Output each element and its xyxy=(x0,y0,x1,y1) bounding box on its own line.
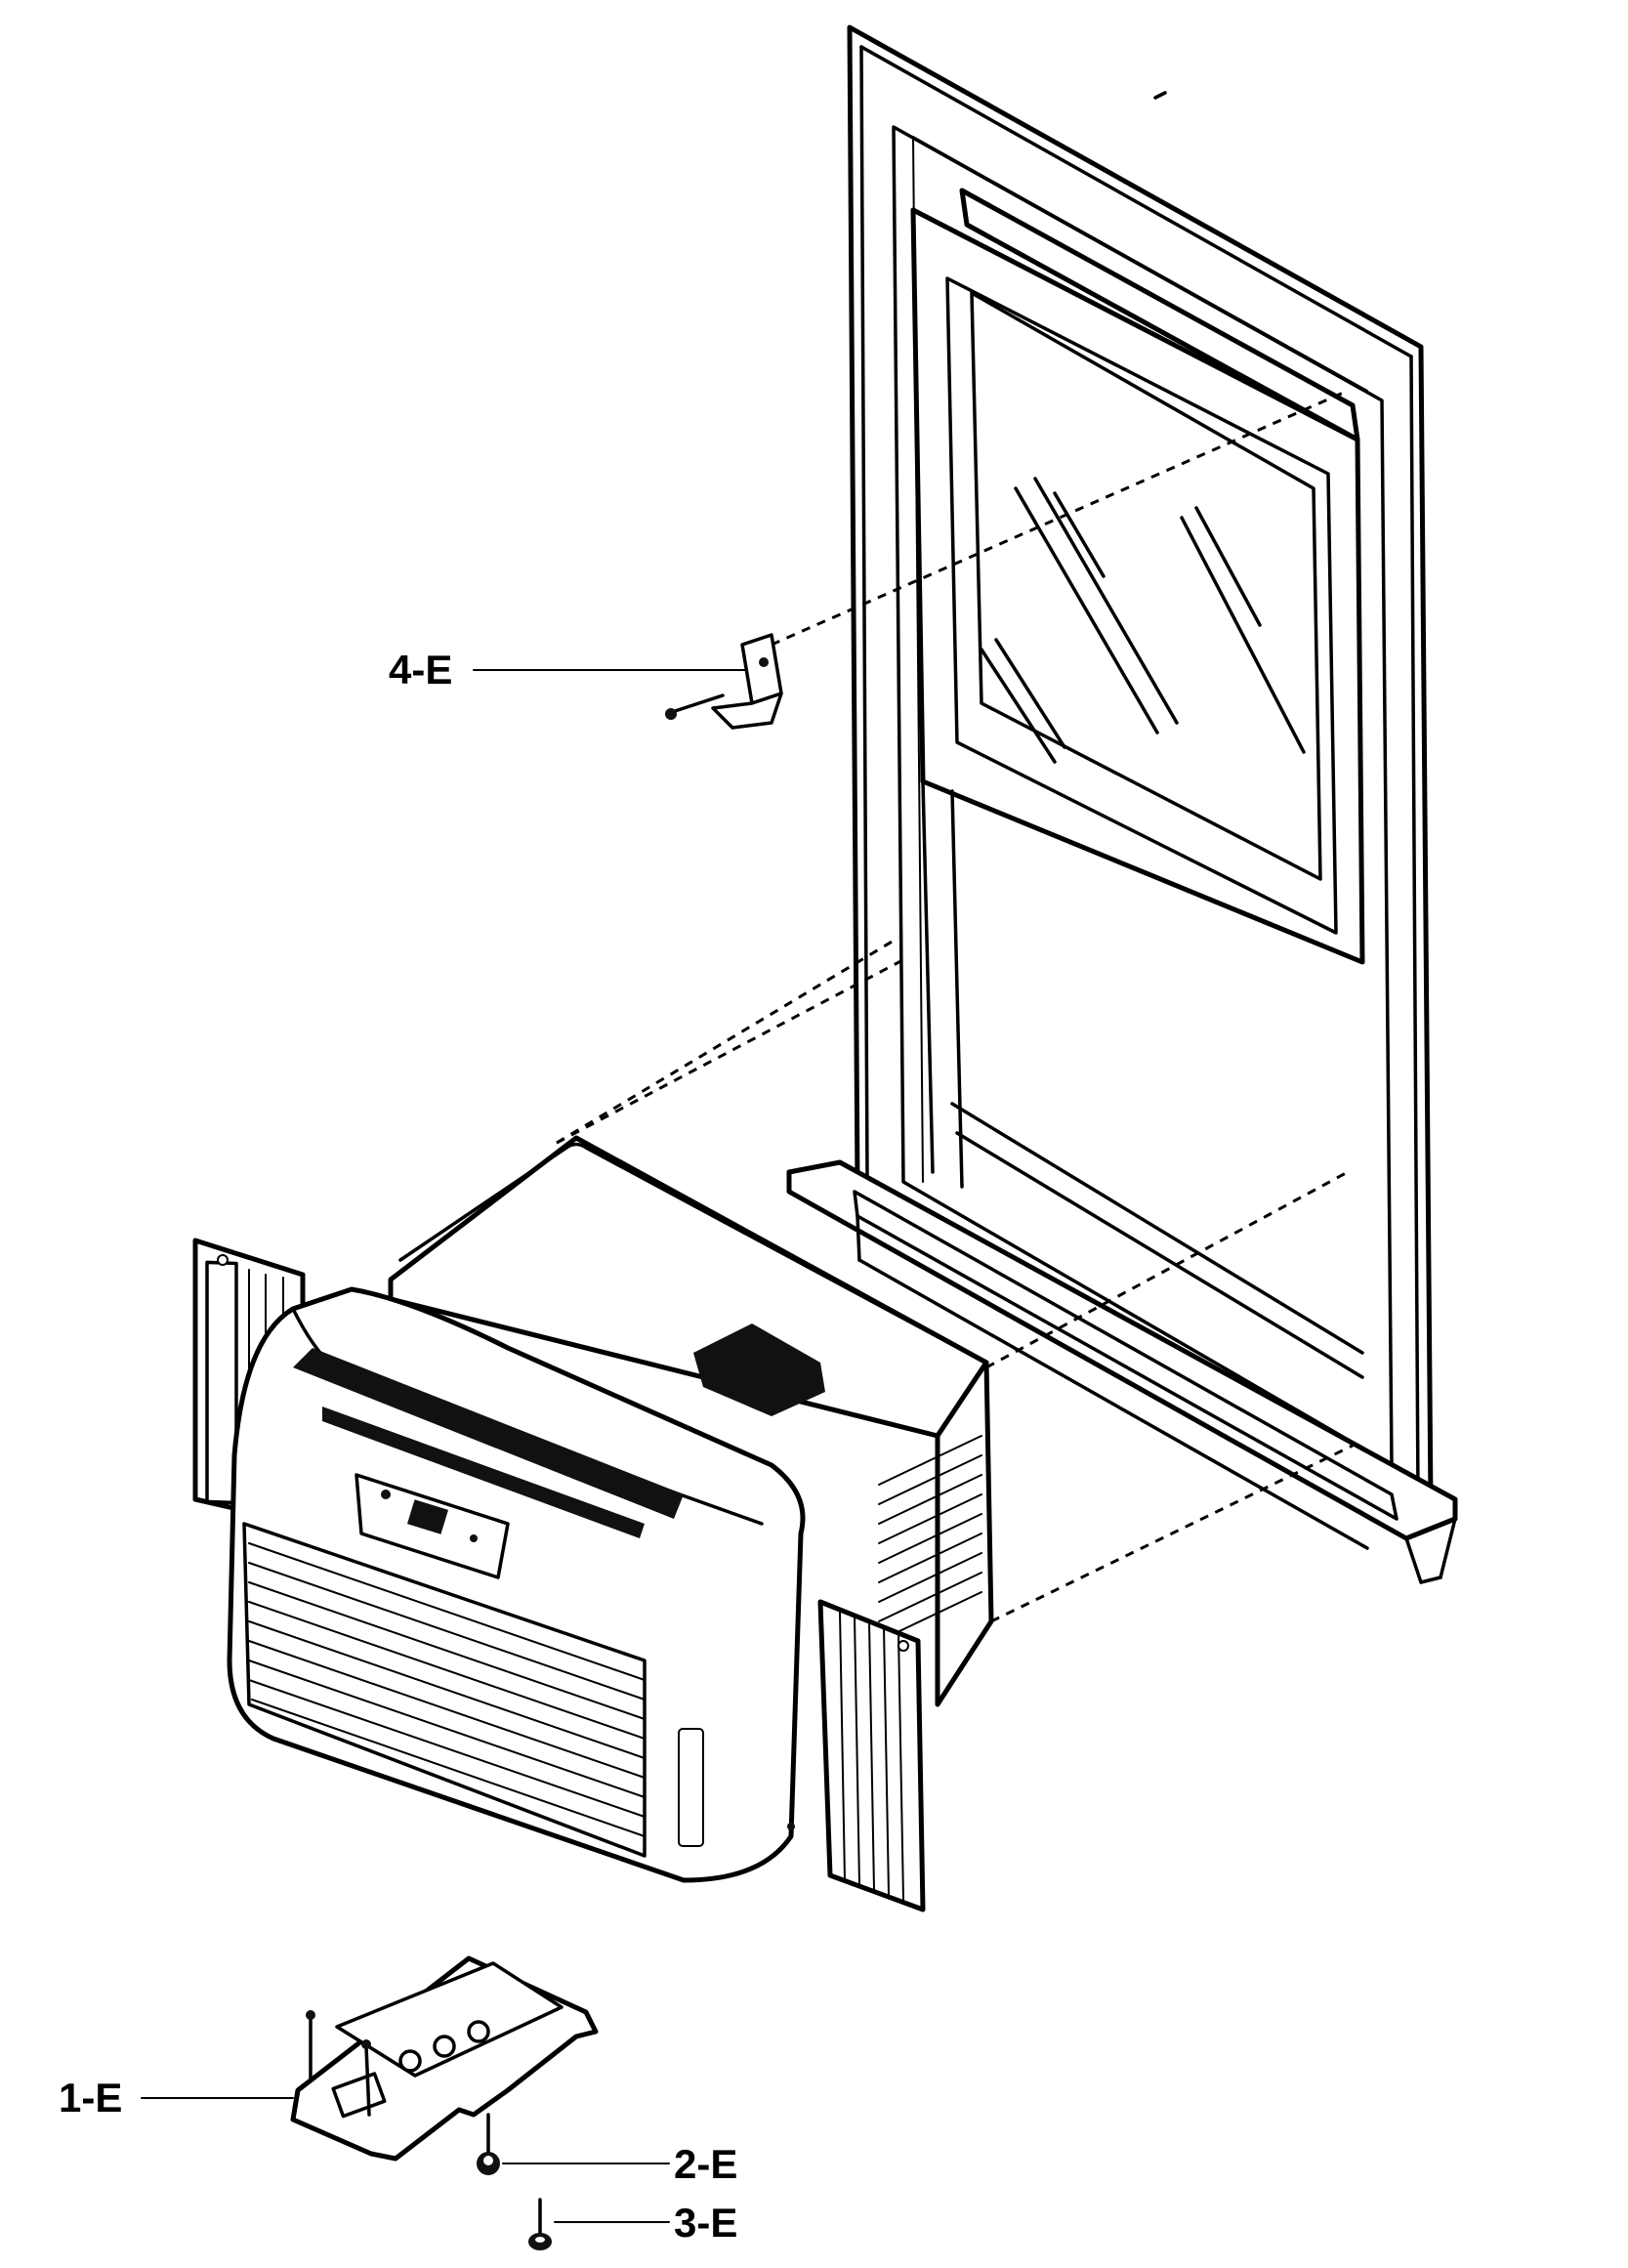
air-conditioner-unit xyxy=(192,1135,994,1912)
right-panel-pleats xyxy=(839,1611,904,1901)
part-1e-mounting-bracket xyxy=(290,1955,599,2162)
alignment-guides xyxy=(556,389,1354,1623)
glass-reflection-marks xyxy=(980,477,1306,764)
stray-mark xyxy=(1153,91,1167,100)
window-glass xyxy=(970,291,1322,881)
top-vent-panel xyxy=(693,1323,825,1416)
callout-3e: 3-E xyxy=(674,2200,737,2246)
part-2e-foot xyxy=(477,2113,500,2175)
callout-1e: 1-E xyxy=(59,2075,122,2121)
top-air-louver xyxy=(293,1348,684,1519)
part-4e-bracket xyxy=(665,633,783,730)
top-air-louver xyxy=(322,1407,645,1538)
callout-2e: 2-E xyxy=(674,2141,737,2187)
front-grille-slats xyxy=(248,1542,646,1837)
callout-4e: 4-E xyxy=(389,647,452,693)
window-assembly xyxy=(786,24,1458,1584)
part-3e-screw xyxy=(528,2198,552,2250)
display-window xyxy=(406,1499,449,1534)
